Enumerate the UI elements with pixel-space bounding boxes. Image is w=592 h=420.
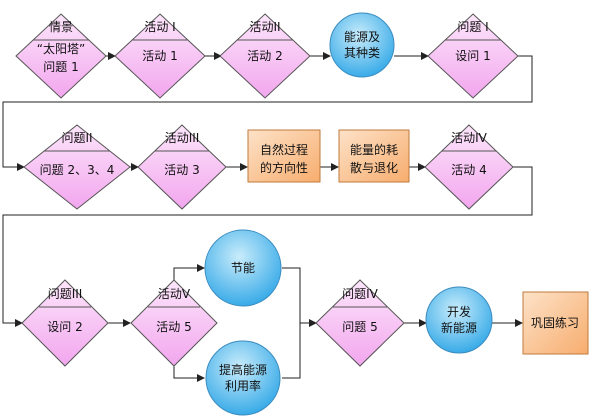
- node-title: 活动V: [158, 287, 191, 301]
- node-activity-1[interactable]: 活动 I 活动 1: [114, 13, 206, 99]
- node-label: 散与退化: [350, 160, 398, 175]
- node-label: 自然过程: [260, 142, 308, 157]
- connector-line: [282, 267, 301, 379]
- node-energy-dissipation[interactable]: 能量的耗 散与退化: [338, 129, 410, 183]
- node-title: 活动II: [249, 20, 280, 34]
- node-label: 活动 4: [451, 163, 486, 177]
- node-label: 能源及: [344, 30, 380, 44]
- node-title: 活动 I: [144, 20, 175, 34]
- node-label: 开发: [447, 304, 471, 319]
- node-label: 活动 5: [156, 320, 191, 334]
- node-label: 设问 1: [455, 49, 490, 63]
- node-label: 活动 1: [142, 49, 177, 63]
- node-activity-3[interactable]: 活动III 活动 3: [137, 124, 227, 210]
- node-label: 设问 2: [47, 320, 82, 334]
- node-label: 节能: [231, 261, 255, 275]
- node-title: 情景: [49, 20, 73, 34]
- node-label: 新能源: [441, 320, 477, 335]
- node-efficiency[interactable]: 提高能源 利用率: [205, 340, 281, 416]
- node-label: 问题 1: [43, 60, 78, 74]
- node-title: 活动IV: [451, 131, 488, 145]
- node-question-2[interactable]: 问题II 问题 2、3、4: [23, 124, 131, 210]
- node-label: 能量的耗: [350, 142, 398, 157]
- node-activity-4[interactable]: 活动IV 活动 4: [424, 124, 514, 210]
- node-label: 问题 2、3、4: [40, 163, 115, 177]
- connector-arrow: [2, 55, 533, 171]
- node-activity-2[interactable]: 活动II 活动 2: [219, 13, 311, 99]
- node-question-3[interactable]: 问题III 设问 2: [21, 279, 109, 367]
- node-label: 利用率: [225, 378, 261, 393]
- node-label: “太阳塔”: [37, 41, 85, 56]
- node-title: 问题IV: [342, 287, 379, 301]
- node-save-energy[interactable]: 节能: [204, 229, 282, 307]
- node-label: 巩固练习: [531, 315, 579, 330]
- node-title: 问题II: [61, 131, 92, 145]
- node-title: 活动III: [165, 131, 200, 145]
- connector-arrow: [2, 166, 533, 327]
- node-title: 问题III: [48, 287, 83, 301]
- node-label: 问题 5: [342, 320, 377, 334]
- node-scene[interactable]: 情景 “太阳塔” 问题 1: [15, 13, 107, 99]
- node-label: 活动 2: [247, 49, 282, 63]
- node-practice[interactable]: 巩固练习: [522, 291, 589, 355]
- node-label: 的方向性: [260, 160, 308, 175]
- node-label: 活动 3: [164, 163, 199, 177]
- node-question-1[interactable]: 问题 I 设问 1: [427, 13, 519, 99]
- node-question-4[interactable]: 问题IV 问题 5: [315, 279, 405, 367]
- node-activity-5[interactable]: 活动V 活动 5: [130, 279, 218, 367]
- node-label: 提高能源: [219, 362, 267, 377]
- node-label: 其种类: [344, 46, 380, 60]
- node-natural-process[interactable]: 自然过程 的方向性: [247, 129, 321, 183]
- node-title: 问题 I: [457, 20, 488, 34]
- node-energy-types[interactable]: 能源及 其种类: [329, 12, 395, 78]
- node-new-energy[interactable]: 开发 新能源: [425, 286, 493, 354]
